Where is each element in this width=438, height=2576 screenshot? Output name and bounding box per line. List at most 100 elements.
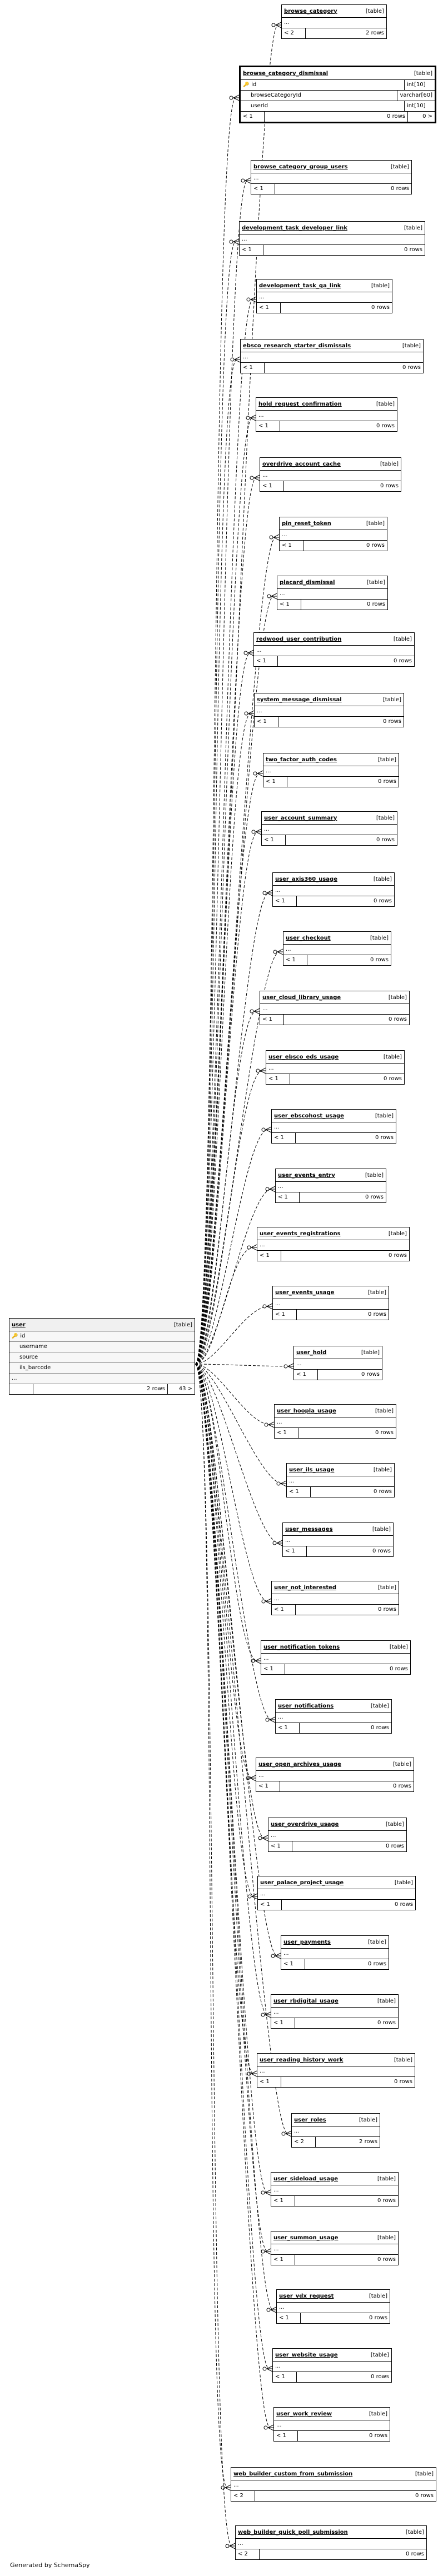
parents-count[interactable]: < 1 <box>263 777 287 787</box>
parents-count[interactable]: < 1 <box>276 1192 300 1202</box>
table-name[interactable]: user_messages <box>285 1526 333 1532</box>
table-name[interactable]: two_factor_auth_codes <box>266 756 337 763</box>
parents-count[interactable]: < 1 <box>271 2196 295 2206</box>
parents-count[interactable]: < 1 <box>277 2313 301 2323</box>
table-name[interactable]: user_account_summary <box>264 815 337 821</box>
parents-count[interactable]: < 1 <box>283 955 307 965</box>
table-name[interactable]: user_overdrive_usage <box>271 1821 339 1828</box>
table-name[interactable]: user_axis360_usage <box>275 876 337 882</box>
table-name[interactable]: pin_reset_token <box>282 520 331 527</box>
children-count[interactable]: 43 > <box>167 1384 195 1394</box>
parents-count[interactable]: < 1 <box>280 541 303 551</box>
parents-count[interactable]: < 1 <box>241 363 265 373</box>
table-name[interactable]: user_website_usage <box>275 2352 338 2358</box>
table-name[interactable]: user_not_interested <box>274 1584 337 1591</box>
parents-count[interactable]: < 1 <box>257 1251 281 1261</box>
parents-count[interactable]: < 1 <box>273 2372 297 2382</box>
parents-count[interactable]: < 1 <box>272 1133 296 1143</box>
table-browse_category_group_users[interactable]: browse_category_group_users[table]...< 1… <box>251 160 412 194</box>
parents-count[interactable]: < 1 <box>268 1841 292 1851</box>
table-name[interactable]: user_payments <box>283 1939 331 1945</box>
table-name[interactable]: browse_category_group_users <box>253 163 348 170</box>
table-name[interactable]: placard_dismissal <box>280 579 335 586</box>
table-web_builder_quick_poll_submission[interactable]: web_builder_quick_poll_submission[table]… <box>235 2525 427 2560</box>
parents-count[interactable] <box>9 1384 33 1394</box>
parents-count[interactable]: < 1 <box>272 1605 296 1615</box>
table-name[interactable]: user_palace_project_usage <box>260 1879 344 1886</box>
table-name[interactable]: user_reading_history_work <box>260 2056 344 2063</box>
table-name[interactable]: user_ils_usage <box>289 1466 335 1473</box>
parents-count[interactable]: < 1 <box>287 1487 311 1497</box>
table-name[interactable]: user_summon_usage <box>273 2234 339 2241</box>
parents-count[interactable]: < 1 <box>276 1723 300 1733</box>
table-name[interactable]: web_builder_custom_from_submission <box>233 2470 353 2477</box>
user-table[interactable]: user [table] 🔑id username source ils_bar… <box>9 1318 195 1395</box>
parents-count[interactable]: < 1 <box>281 1959 305 1969</box>
table-name[interactable]: development_task_qa_link <box>259 282 341 289</box>
table-name[interactable]: user_rbdigital_usage <box>273 1998 339 2004</box>
parents-count[interactable]: < 2 <box>231 2491 255 2501</box>
parents-count[interactable]: < 1 <box>257 2077 281 2087</box>
parents-count[interactable]: < 1 <box>241 112 265 122</box>
table-name[interactable]: user_hold <box>296 1349 327 1356</box>
parents-count[interactable]: < 2 <box>292 2137 316 2147</box>
table-name[interactable]: ebsco_research_starter_dismissals <box>243 342 351 349</box>
parents-count[interactable]: < 1 <box>271 2018 295 2028</box>
table-name[interactable]: hold_request_confirmation <box>258 401 342 407</box>
parents-count[interactable]: < 2 <box>282 28 306 38</box>
table-development_task_developer_link[interactable]: development_task_developer_link[table]..… <box>239 221 425 256</box>
table-name[interactable]: user_events_entry <box>278 1172 335 1179</box>
parents-count[interactable]: < 1 <box>258 1900 282 1910</box>
table-name[interactable]: user_sideload_usage <box>273 2175 339 2182</box>
parents-count[interactable]: < 1 <box>251 184 275 194</box>
table-name[interactable]: user_notification_tokens <box>263 1644 340 1650</box>
table-name[interactable]: overdrive_account_cache <box>262 461 341 467</box>
parents-count[interactable]: < 1 <box>275 1428 298 1438</box>
parents-count[interactable]: < 1 <box>271 2255 295 2265</box>
parents-count[interactable]: < 1 <box>255 717 278 727</box>
parents-count[interactable]: < 1 <box>273 1310 297 1320</box>
parents-count[interactable]: < 1 <box>261 1664 285 1674</box>
parents-count[interactable]: < 1 <box>254 656 278 666</box>
parents-count[interactable]: < 1 <box>260 481 284 491</box>
parents-count[interactable]: < 1 <box>294 1370 318 1380</box>
table-name[interactable]: user_roles <box>294 2116 326 2123</box>
table-name[interactable]: user_events_usage <box>275 1289 335 1296</box>
table-name[interactable]: development_task_developer_link <box>242 224 347 231</box>
parents-count[interactable]: < 1 <box>277 600 301 610</box>
parents-count[interactable]: < 1 <box>283 1546 307 1556</box>
table-name[interactable]: user_vdx_request <box>279 2293 334 2299</box>
table-name[interactable]: system_message_dismissal <box>257 696 342 703</box>
